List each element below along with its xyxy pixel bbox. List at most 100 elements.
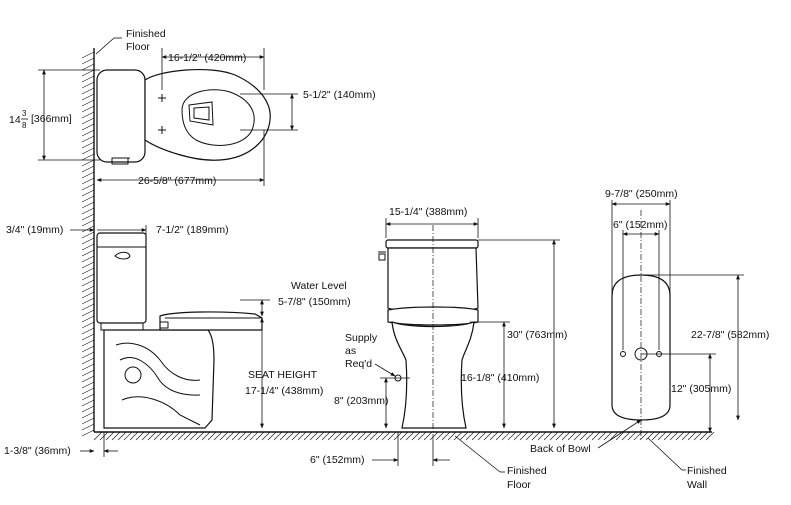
floor-hatch-mark <box>249 431 259 441</box>
floor-hatch-mark <box>399 431 409 441</box>
rear-width-label: 9-7/8" (250mm) <box>605 188 678 200</box>
bolt-spacing-label: 5-1/2" (140mm) <box>303 89 376 101</box>
wall-hatch-mark <box>81 417 95 425</box>
wall-hatch-mark <box>81 303 95 311</box>
floor-hatch-mark <box>555 431 565 441</box>
floor-hatch-mark <box>357 431 367 441</box>
floor-hatch-mark <box>333 431 343 441</box>
tank-width-label: 15-1/4" (388mm) <box>389 206 467 218</box>
wall-hatch-mark <box>81 345 95 353</box>
wall-hatch-mark <box>81 117 95 125</box>
floor-hatch-mark <box>303 431 313 441</box>
floor-hatch-mark <box>117 431 127 441</box>
floor-hatch-mark <box>225 431 235 441</box>
floor-hatch-mark <box>309 431 319 441</box>
floor-hatch-mark <box>165 431 175 441</box>
rear-view <box>611 210 671 440</box>
wall-hatch-mark <box>81 291 95 299</box>
wall-hatch-mark <box>81 129 95 137</box>
floor-hatch-mark <box>315 431 325 441</box>
wall-hatch-mark <box>81 63 95 71</box>
floor-hatch-mark <box>231 431 241 441</box>
depth-mm-label: [366mm] <box>31 113 72 125</box>
finished-floor-top-line2: Floor <box>126 41 150 53</box>
wall-hatch-mark <box>81 183 95 191</box>
wall-hatch-mark <box>81 225 95 233</box>
front-view-dimensions: 15-1/4" (388mm) Supply as Req'd 8" (203m… <box>310 206 567 491</box>
wall-hatch-mark <box>81 87 95 95</box>
floor-hatch-mark <box>417 431 427 441</box>
floor-hatch-mark <box>261 431 271 441</box>
wall-hatch-mark <box>81 231 95 239</box>
floor-hatch-mark <box>93 431 103 441</box>
floor-hatch-mark <box>609 431 619 441</box>
floor-hatch-mark <box>129 431 139 441</box>
floor-hatch-mark <box>195 431 205 441</box>
wall-hatch-mark <box>81 123 95 131</box>
wall-hatch-mark <box>81 333 95 341</box>
wall-hatch-mark <box>81 249 95 257</box>
wall-hatch-mark <box>81 243 95 251</box>
floor-hatch-mark <box>213 431 223 441</box>
floor-hatch-mark <box>699 431 709 441</box>
floor-hatch-mark <box>573 431 583 441</box>
floor-hatch-mark <box>321 431 331 441</box>
floor-hatch-mark <box>327 431 337 441</box>
floor-hatch-mark <box>465 431 475 441</box>
floor-hatch-mark <box>111 431 121 441</box>
floor-hatch-mark <box>519 431 529 441</box>
wall-hatch-mark <box>81 369 95 377</box>
floor-hatch-mark <box>291 431 301 441</box>
floor-hatch-mark <box>675 431 685 441</box>
floor-hatch-mark <box>297 431 307 441</box>
finished-floor-top-callout: Finished Floor <box>95 28 166 55</box>
floor-hatch-mark <box>123 431 133 441</box>
rear-view-dimensions: 9-7/8" (250mm) 6" (152mm) 22-7/8" (582mm… <box>530 188 769 491</box>
wall-hatch-mark <box>81 213 95 221</box>
top-width-label: 16-1/2" (420mm) <box>168 52 246 64</box>
floor-hatch-mark <box>615 431 625 441</box>
finished-wall-line2: Wall <box>687 479 707 491</box>
supply-height-label: 8" (203mm) <box>334 395 389 407</box>
finished-wall-line1: Finished <box>687 465 727 477</box>
floor-hatch-mark <box>159 431 169 441</box>
floor-hatch-mark <box>207 431 217 441</box>
floor-hatch-mark <box>273 431 283 441</box>
floor-hatch-mark <box>369 431 379 441</box>
floor-hatch-mark <box>657 431 667 441</box>
wall-hatch-mark <box>81 99 95 107</box>
floor-hatch-mark <box>471 431 481 441</box>
floor-hatch-mark <box>219 431 229 441</box>
supply-line2: as <box>345 345 356 357</box>
floor-hatch-mark <box>651 431 661 441</box>
floor-hatch-mark <box>105 431 115 441</box>
seat-height-line2: 17-1/4" (438mm) <box>245 385 323 397</box>
floor-hatch-mark <box>147 431 157 441</box>
supply-line3: Req'd <box>345 358 372 370</box>
rear-height-label: 22-7/8" (582mm) <box>691 329 769 341</box>
floor-hatch-mark <box>285 431 295 441</box>
floor-hatch-mark <box>339 431 349 441</box>
back-of-bowl-label: Back of Bowl <box>530 443 591 455</box>
wall-hatch-mark <box>81 57 95 65</box>
floor-hatch-mark <box>543 431 553 441</box>
wall-hatch-mark <box>81 201 95 209</box>
wall-hatch-mark <box>81 279 95 287</box>
floor-hatch-mark <box>591 431 601 441</box>
front-view <box>378 225 479 440</box>
depth-num-label: 3 <box>22 109 27 118</box>
floor-hatch-mark <box>507 431 517 441</box>
wall-hatch-mark <box>81 51 95 59</box>
floor-hatch-mark <box>645 431 655 441</box>
wall-hatch-mark <box>81 393 95 401</box>
overall-length-label: 26-5/8" (677mm) <box>138 175 216 187</box>
floor-hatch-mark <box>447 431 457 441</box>
floor-hatch-mark <box>423 431 433 441</box>
floor-hatch-mark <box>171 431 181 441</box>
wall-hatch-mark <box>81 423 95 431</box>
floor-hatch-mark <box>429 431 439 441</box>
floor-hatch-mark <box>537 431 547 441</box>
floor-hatch-mark <box>567 431 577 441</box>
rim-height-label: 16-1/8" (410mm) <box>461 372 539 384</box>
